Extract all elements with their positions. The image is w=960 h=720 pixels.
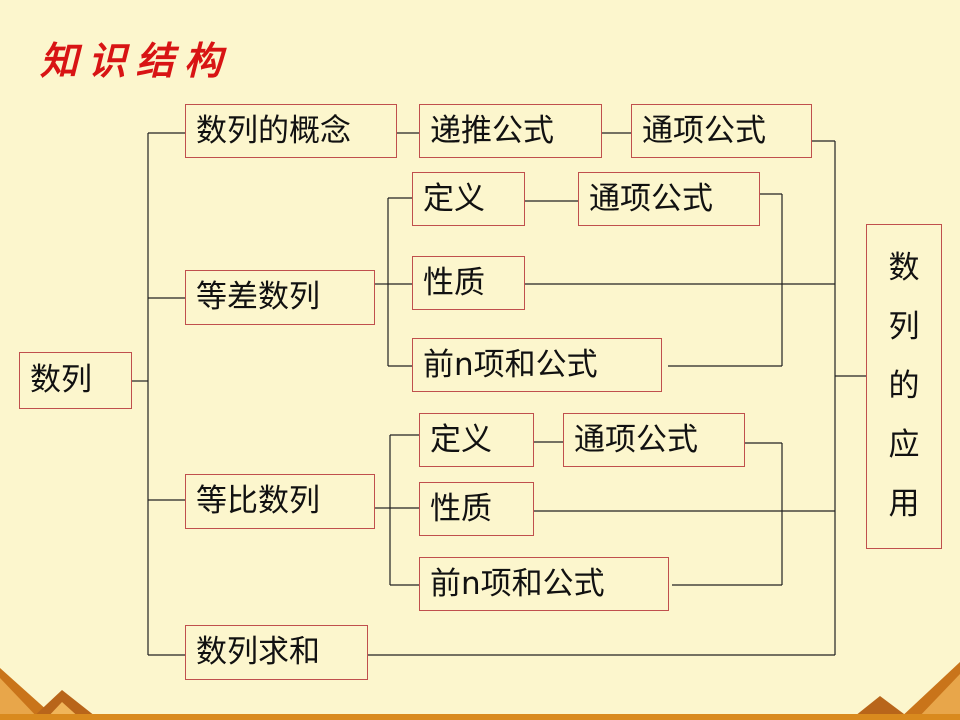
application-char: 列 [888,309,920,346]
node-arithmetic-definition: 定义 [412,172,525,226]
node-sequence-application: 数 列 的 应 用 [866,224,942,549]
node-geometric-sum-formula: 前n项和公式 [419,557,669,611]
bottom-strip [0,714,960,720]
node-arithmetic-property: 性质 [412,256,525,310]
node-geometric-property: 性质 [419,482,534,536]
node-arithmetic-sequence: 等差数列 [185,270,375,325]
application-char: 用 [888,485,920,522]
node-arithmetic-general-term: 通项公式 [578,172,760,226]
node-sequence-summation: 数列求和 [185,625,368,680]
node-geometric-general-term: 通项公式 [563,413,745,467]
node-recurrence-formula: 递推公式 [419,104,602,158]
node-sequence-concept: 数列的概念 [185,104,397,158]
node-geometric-definition: 定义 [419,413,534,467]
node-arithmetic-sum-formula: 前n项和公式 [412,338,662,392]
node-root: 数列 [19,352,132,409]
node-general-term-formula: 通项公式 [631,104,812,158]
application-char: 数 [888,250,920,287]
slide-title: 知识结构 [40,38,233,83]
application-char: 应 [888,426,920,463]
node-geometric-sequence: 等比数列 [185,474,375,529]
application-char: 的 [888,368,920,405]
pyramid-decoration-right [850,662,960,720]
pyramid-decoration-left [0,668,100,720]
